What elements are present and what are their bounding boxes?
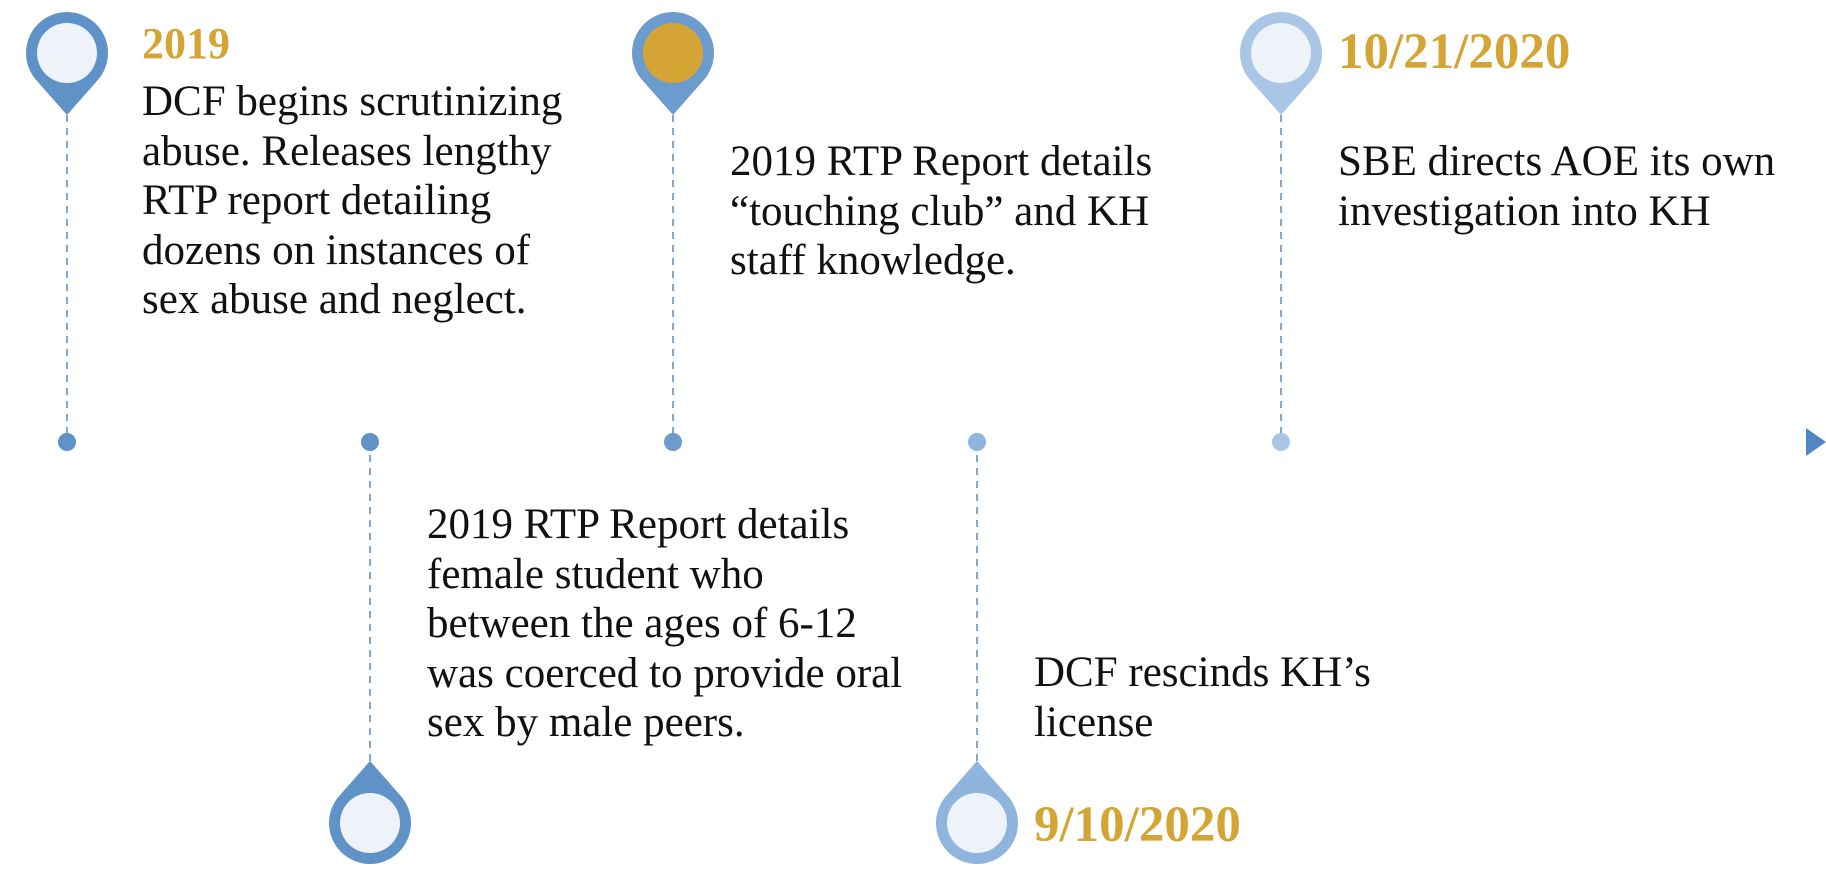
event-2-axis-marker [361,433,379,451]
event-5-text: SBE directs AOE its own investigation in… [1338,138,1776,235]
event-3-axis-marker [664,433,682,451]
event-3-pin-center [643,23,703,83]
event-2-text: 2019 RTP Report details female student w… [427,501,903,746]
event-5-axis-marker [1272,433,1290,451]
event-1-text: DCF begins scrutinizing abuse. Releases … [142,78,563,323]
event-5-date: 10/21/2020 [1338,24,1571,80]
event-2-pin-center [340,793,400,853]
event-1-date: 2019 [142,19,230,68]
event-1-pin-center [37,23,97,83]
event-5-pin-center [1251,23,1311,83]
event-4-text: DCF rescinds KH’s license [1034,649,1371,746]
event-3-text: 2019 RTP Report details “touching club” … [730,138,1153,284]
event-4-date: 9/10/2020 [1034,797,1241,853]
event-1-axis-marker [58,433,76,451]
event-4-axis-marker [968,433,986,451]
event-4-pin-center [947,793,1007,853]
timeline-arrowhead [1806,428,1826,456]
